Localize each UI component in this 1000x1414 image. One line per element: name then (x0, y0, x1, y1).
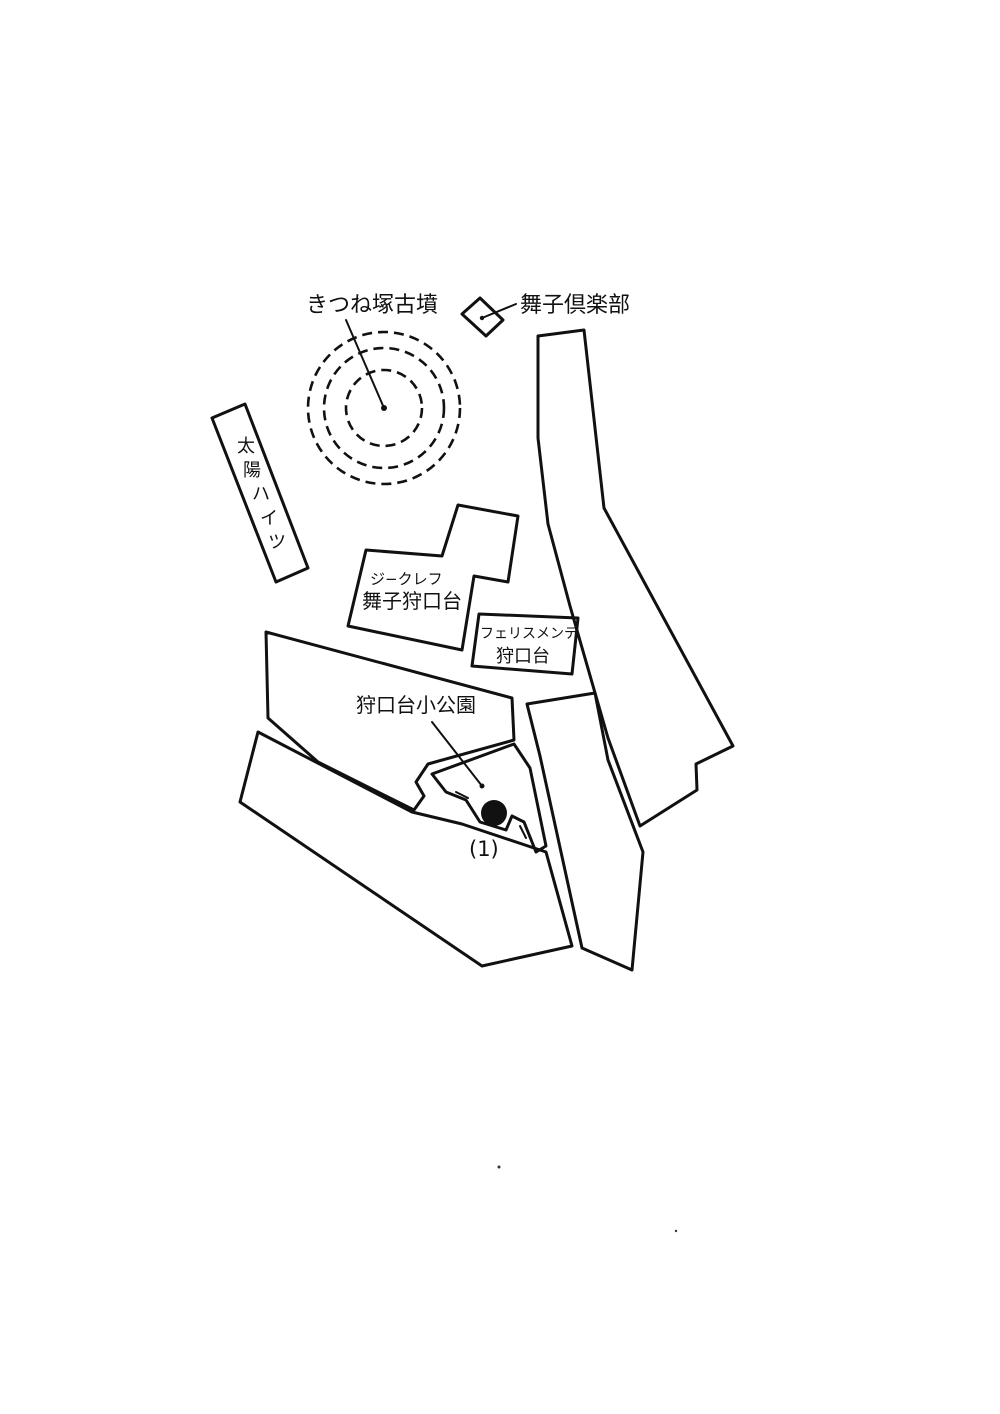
marker-label: (1) (469, 837, 499, 861)
taiyo-char-2: 陽 (243, 460, 261, 481)
park-leader-line (431, 721, 483, 787)
west-block-lower (238, 730, 574, 968)
east-block-lower (525, 691, 645, 972)
taiyo-char-4: イ (260, 508, 278, 529)
park-label: 狩口台小公園 (356, 693, 476, 717)
felice-main-label: 狩口台 (496, 646, 550, 667)
club-leader-line (481, 303, 517, 319)
kofun-inner-ring (344, 368, 424, 448)
club-building (460, 296, 505, 338)
location-marker (481, 800, 507, 826)
kofun-mound (306, 319, 462, 486)
east-block-upper (536, 328, 735, 828)
scan-speck-1 (497, 1165, 501, 1169)
park-area (430, 742, 548, 854)
g-clef-main-label: 舞子狩口台 (362, 589, 462, 613)
kofun-middle-ring (322, 346, 446, 470)
taiyo-char-3: ハ (252, 484, 270, 505)
felice-building (470, 612, 580, 676)
west-block-upper (264, 630, 516, 812)
taiyo-char-5: ツ (268, 532, 286, 553)
g-clef-small-label: ジ−クレフ (370, 570, 443, 588)
g-clef-building (346, 503, 520, 652)
kofun-label: きつね塚古墳 (306, 293, 438, 318)
club-label: 舞子倶楽部 (520, 293, 630, 318)
felice-small-label: フェリスメンテ (480, 626, 578, 642)
taiyo-heights-label: 太 陽 ハ イ ツ (237, 436, 286, 553)
scan-speck-2 (674, 1229, 678, 1233)
park-entrance-mark-1 (455, 791, 469, 799)
park-outline (430, 742, 548, 854)
kofun-outer-ring (306, 330, 462, 486)
taiyo-heights-building (210, 402, 310, 584)
kofun-leader-line (345, 319, 385, 409)
park-entrance-mark-2 (519, 825, 527, 839)
taiyo-char-1: 太 (237, 436, 255, 457)
